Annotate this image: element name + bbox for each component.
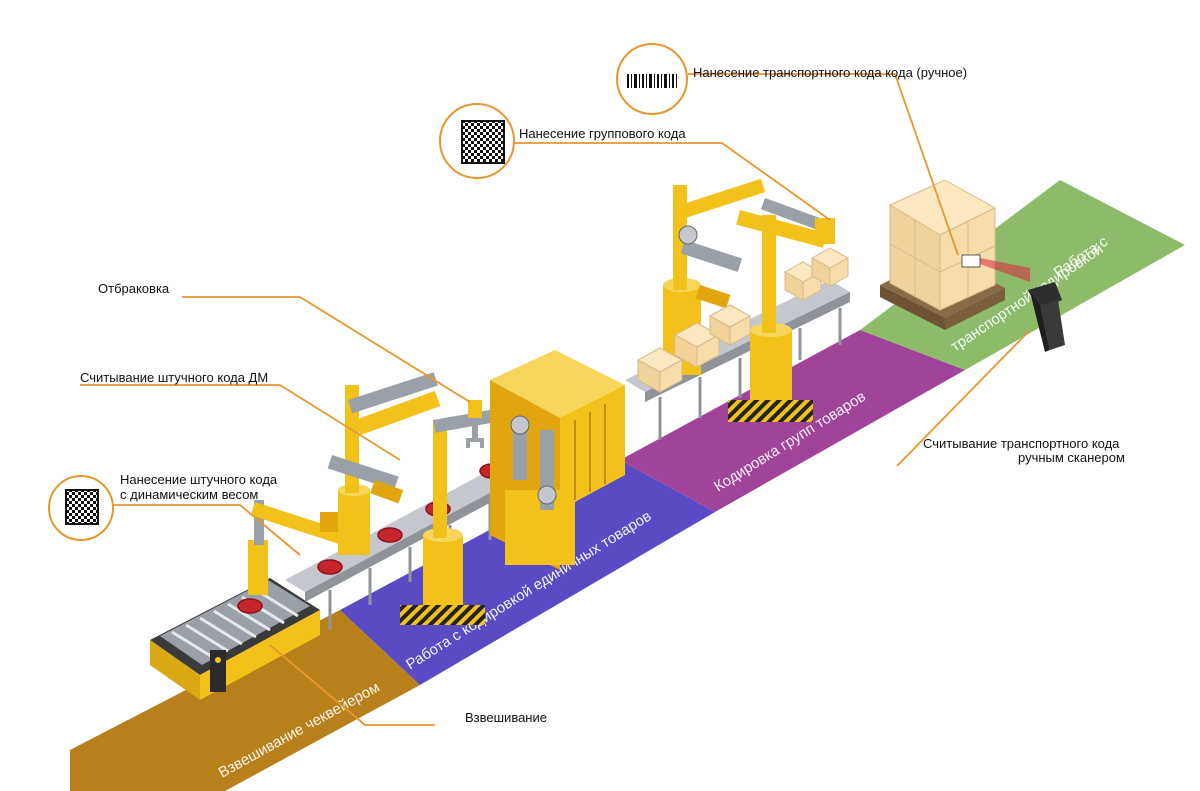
coding-cabinet <box>490 350 625 570</box>
callout-scanner-2: ручным сканером <box>1018 450 1125 465</box>
zone-single-units <box>340 460 715 685</box>
robot-arm-dm-read <box>327 372 441 555</box>
robot-arm-5 <box>728 197 835 422</box>
callout-weighing: Взвешивание <box>465 710 547 725</box>
callout-unit-code-2: с динамическим весом <box>120 487 259 502</box>
scanner-icon <box>1028 282 1065 352</box>
datamatrix-icon <box>48 475 114 541</box>
barcode-icon <box>616 43 688 115</box>
callout-rejection: Отбраковка <box>98 281 170 296</box>
checkweigher <box>150 578 320 700</box>
callout-transport-manual: Нанесение транспортного кода кода (ручно… <box>693 65 968 80</box>
callout-scanner-1: Считывание транспортного кода <box>923 436 1120 451</box>
callout-dm-read: Считывание штучного кода ДМ <box>80 370 269 385</box>
callout-unit-code-1: Нанесение штучного кода <box>120 472 278 487</box>
rejection-gripper <box>466 400 484 448</box>
pallet <box>880 179 1030 330</box>
zone-weighing <box>70 610 420 791</box>
robot-arm-unit-code <box>248 500 346 595</box>
robot-arm-3 <box>400 409 495 625</box>
callout-group-code: Нанесение группового кода <box>519 126 686 141</box>
product-boxes <box>636 247 850 393</box>
datamatrix-icon <box>439 103 515 179</box>
callout-leaders <box>80 73 1031 726</box>
